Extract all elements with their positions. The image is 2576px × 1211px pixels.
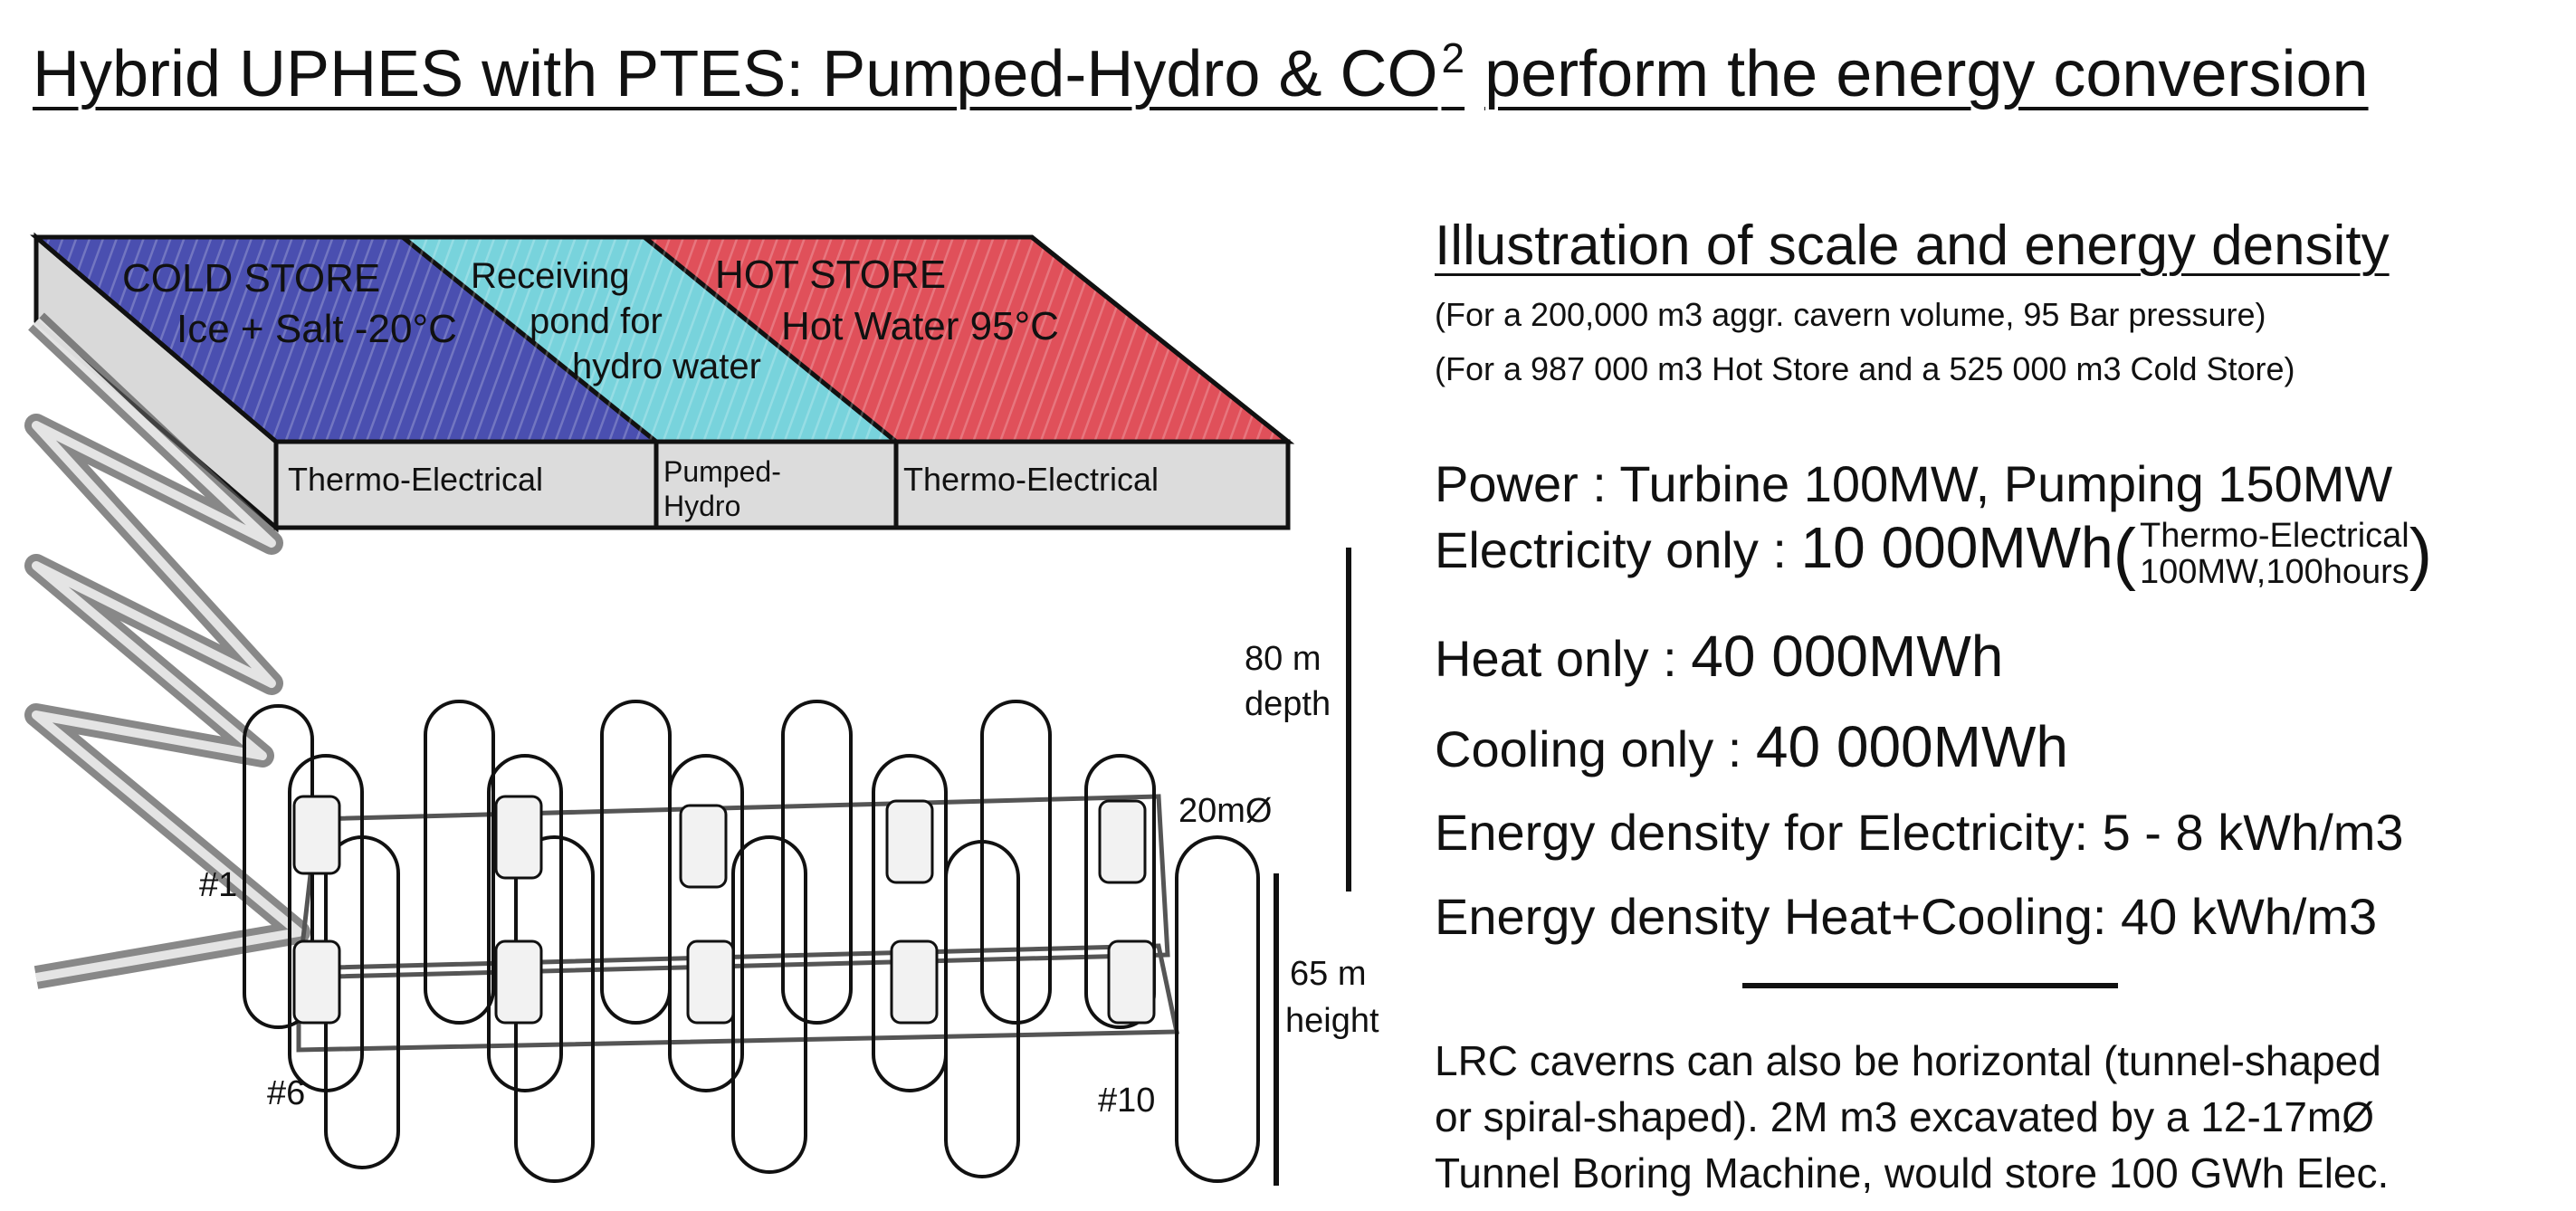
hot-store-detail: Hot Water 95°C: [781, 304, 1059, 348]
depth-label-2: depth: [1245, 685, 1331, 723]
paragraph-line-3: Tunnel Boring Machine, would store 100 G…: [1435, 1149, 2390, 1197]
note-cavern-volume: (For a 200,000 m3 aggr. cavern volume, 9…: [1435, 296, 2266, 333]
density-electricity-line: Energy density for Electricity: 5 - 8 kW…: [1435, 804, 2404, 861]
cold-store-detail: Ice + Salt -20°C: [177, 307, 457, 351]
height-label-2: height: [1285, 1002, 1379, 1040]
heat-label: Heat only :: [1435, 630, 1692, 687]
cavern-label-1: #1: [199, 866, 237, 904]
electricity-value: 10 000MWh: [1800, 515, 2113, 580]
cavern-frame-lower: [296, 943, 1180, 1053]
pumped-hydro-label-2: Hydro: [663, 490, 740, 522]
pumped-hydro-label-1: Pumped-: [663, 455, 781, 488]
heat-value: 40 000MWh: [1691, 624, 2004, 689]
paragraph-line-1: LRC caverns can also be horizontal (tunn…: [1435, 1037, 2381, 1084]
cavern-frame-upper: [296, 794, 1170, 980]
density-heat-cooling-line: Energy density Heat+Cooling: 40 kWh/m3: [1435, 888, 2378, 945]
box-front-face: [273, 439, 1291, 530]
heat-line: Heat only : 40 000MWh: [1435, 625, 2003, 691]
cavern-label-6: #6: [267, 1074, 305, 1112]
depth-label-1: 80 m: [1245, 640, 1321, 678]
thermo-electrical-label-right: Thermo-Electrical: [903, 461, 1159, 498]
note-store-volume: (For a 987 000 m3 Hot Store and a 525 00…: [1435, 350, 2295, 387]
hot-store-label: HOT STORE: [715, 253, 946, 297]
cooling-line: Cooling only : 40 000MWh: [1435, 715, 2068, 781]
cavern-label-10: #10: [1098, 1082, 1155, 1120]
title-suffix: perform the energy conversion: [1484, 38, 2369, 110]
pond-label-3: hydro water: [572, 347, 761, 386]
power-line: Power : Turbine 100MW, Pumping 150MW: [1435, 455, 2393, 512]
storage-diagram: COLD STORE Ice + Salt -20°C Receiving po…: [24, 232, 1379, 1186]
pond-label-2: pond for: [530, 301, 663, 341]
cold-store-label: COLD STORE: [122, 256, 380, 300]
cooling-value: 40 000MWh: [1755, 714, 2068, 779]
height-label-1: 65 m: [1290, 955, 1366, 993]
page-title: Hybrid UPHES with PTES: Pumped-Hydro & C…: [33, 16, 2369, 116]
electricity-note-top: Thermo-Electrical: [2139, 517, 2409, 556]
cavern-cutaways: [292, 795, 1156, 1025]
diameter-label: 20mØ: [1178, 792, 1272, 830]
paragraph-line-2: or spiral-shaped). 2M m3 excavated by a …: [1435, 1093, 2375, 1140]
thermo-electrical-label-left: Thermo-Electrical: [288, 461, 543, 498]
separator-line: [1742, 983, 2118, 988]
panel-subtitle: Illustration of scale and energy density: [1435, 215, 2390, 277]
electricity-label: Electricity only :: [1435, 521, 1801, 578]
pond-label-1: Receiving: [471, 256, 630, 296]
electricity-note-bottom: 100MW,100hours: [2139, 553, 2409, 592]
title-text: Hybrid UPHES with PTES: Pumped-Hydro & C…: [33, 38, 1438, 110]
cooling-label: Cooling only :: [1435, 720, 1756, 777]
electricity-line: Electricity only : 10 000MWh(Thermo-Elec…: [1435, 515, 2433, 593]
title-superscript: 2: [1441, 34, 1465, 81]
